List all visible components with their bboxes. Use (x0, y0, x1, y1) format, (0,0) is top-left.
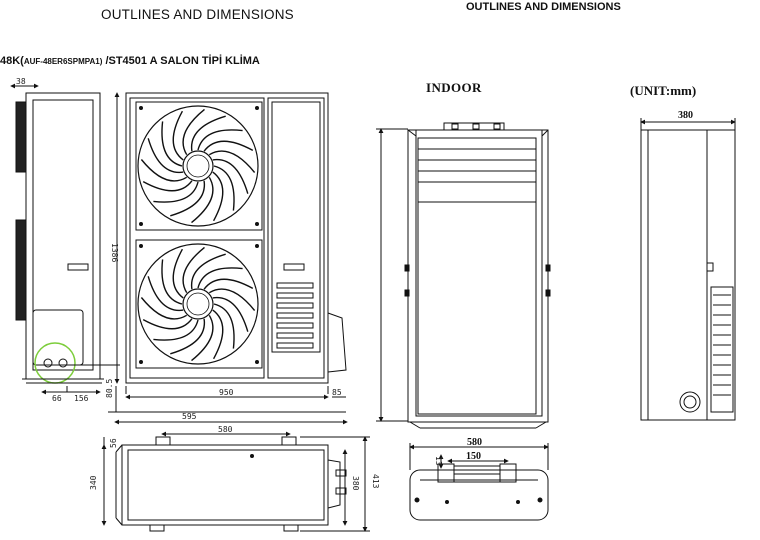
indoor-label: INDOOR (426, 80, 482, 95)
vent-slots (276, 282, 314, 349)
section-title-right: OUTLINES AND DIMENSIONS (466, 1, 621, 13)
indoor-front-view (376, 122, 551, 429)
drain-port-icon (679, 391, 701, 413)
indoor-side-view (640, 118, 736, 421)
unit-label: (UNIT:mm) (630, 83, 697, 98)
dim-top-width: 580 (467, 437, 482, 448)
fan-screws (139, 106, 259, 364)
dim-side-offset: 85 (332, 388, 342, 397)
dim-top-inner: 150 (466, 451, 481, 462)
dim-top-mount-inner: 580 (218, 425, 233, 434)
dim-top-offset: 38 (16, 77, 26, 86)
section-title-left: OUTLINES AND DIMENSIONS (101, 7, 294, 22)
outdoor-side-view (10, 83, 120, 395)
dim-foot-a: 66 (52, 394, 62, 403)
model-prefix: 48K( (0, 55, 24, 67)
model-suffix: /ST4501 A SALON TİPİ KLİMA (102, 55, 260, 67)
dim-foot-height: 80.5 (105, 379, 114, 398)
dim-depth-total: 413 (371, 474, 380, 489)
fan-top-icon (137, 105, 259, 227)
dim-height: 1386 (110, 243, 119, 262)
dim-top-mount-outer: 595 (182, 412, 197, 421)
model-code: AUF-48ER6SPMPA1) (23, 57, 103, 66)
dim-top-small: 13 (434, 456, 443, 466)
dim-side-depth: 380 (678, 110, 693, 121)
indoor-top-view (409, 443, 549, 521)
model-title: 48K(AUF-48ER6SPMPA1) /ST4501 A SALON TİP… (0, 55, 260, 67)
side-grille (713, 294, 731, 396)
dim-depth-main: 340 (89, 475, 98, 490)
dim-foot-b: 156 (74, 394, 89, 403)
fan-bottom-icon (137, 243, 259, 365)
dim-depth-a: 56 (109, 438, 118, 448)
dim-depth-b: 380 (351, 476, 360, 491)
dim-width: 950 (219, 388, 234, 397)
outdoor-top-view (101, 419, 370, 532)
